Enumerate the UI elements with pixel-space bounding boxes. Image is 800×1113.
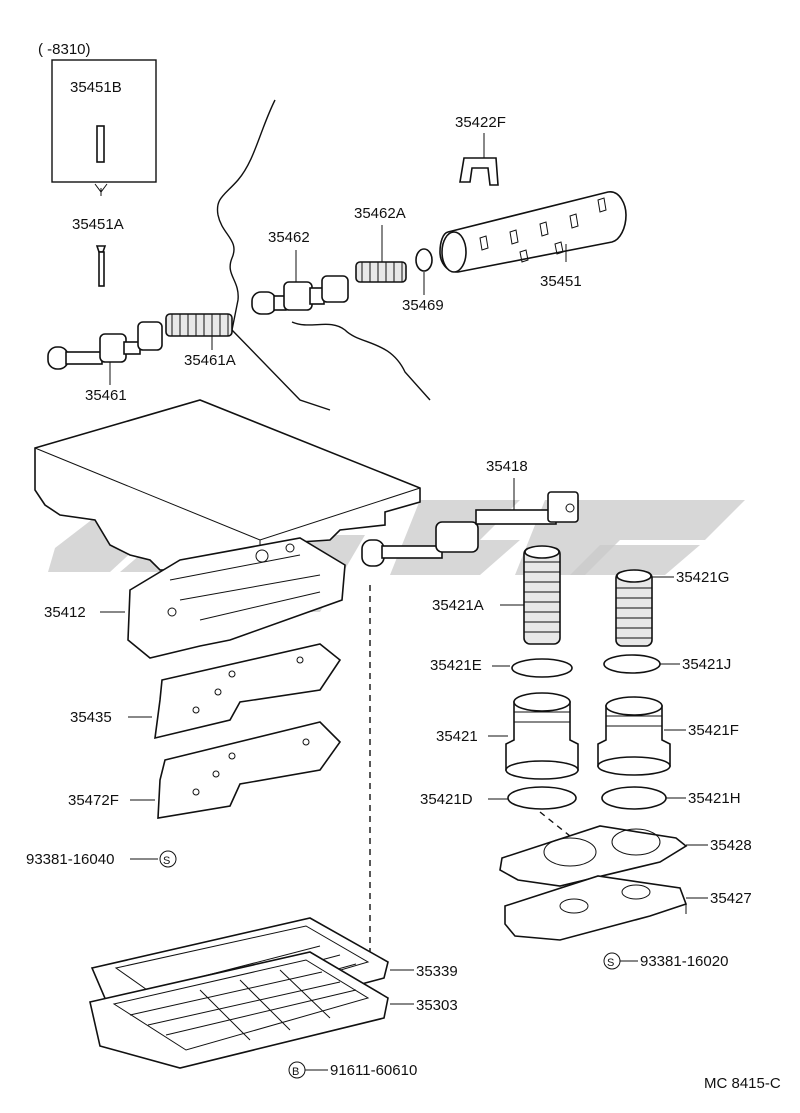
piston-35421 <box>505 692 579 780</box>
label-35421H: 35421H <box>688 790 741 807</box>
label-35451: 35451 <box>540 273 582 290</box>
svg-text:S: S <box>607 957 614 969</box>
label-91611-60610: 91611-60610 <box>330 1062 417 1079</box>
ring-35421J <box>603 654 661 674</box>
label-35461: 35461 <box>85 387 127 404</box>
label-35421A: 35421A <box>432 597 484 614</box>
gasket-35435 <box>154 643 342 740</box>
s-symbol-icon <box>159 850 177 868</box>
label-35461A: 35461A <box>184 352 236 369</box>
piston-35421F <box>597 696 671 776</box>
valve-35462 <box>251 275 349 315</box>
label-35421F: 35421F <box>688 722 739 739</box>
ring-35421E <box>511 658 573 678</box>
label-35422F: 35422F <box>455 114 506 131</box>
label-35303: 35303 <box>416 997 458 1014</box>
label-35339: 35339 <box>416 963 458 980</box>
ring-35469 <box>415 248 433 272</box>
ring-35421H <box>601 786 667 810</box>
spring-35461A <box>165 313 233 337</box>
label-35421J: 35421J <box>682 656 731 673</box>
valve-35418 <box>361 491 579 567</box>
label-35421G: 35421G <box>676 569 729 586</box>
strainer-35303 <box>89 951 389 1069</box>
label-35451A: 35451A <box>72 216 124 233</box>
label-35469: 35469 <box>402 297 444 314</box>
label-35435: 35435 <box>70 709 112 726</box>
label-35462: 35462 <box>268 229 310 246</box>
clip-35422F <box>459 157 499 186</box>
valve-35461 <box>47 321 163 370</box>
sleeve-35451 <box>439 191 627 273</box>
label-35427: 35427 <box>710 890 752 907</box>
case-inner <box>291 321 431 401</box>
label-35462A: 35462A <box>354 205 406 222</box>
label-93381-16040: 93381-16040 <box>26 851 114 868</box>
label-35428: 35428 <box>710 837 752 854</box>
pin-35451A <box>95 245 107 287</box>
valve-body-35412 <box>127 537 346 659</box>
gasket-35472F <box>157 721 342 819</box>
label-35412: 35412 <box>44 604 86 621</box>
ring-35421D <box>507 786 577 810</box>
spring-35462A <box>355 261 407 283</box>
svg-text:S: S <box>163 855 170 867</box>
spring-35421A <box>523 545 561 645</box>
label-35418: 35418 <box>486 458 528 475</box>
inset-box: ( -8310) 35451B <box>38 41 157 196</box>
svg-text:B: B <box>292 1066 299 1078</box>
diagram-code: MC 8415-C <box>704 1075 781 1092</box>
pin-part <box>96 125 105 163</box>
label-35421E: 35421E <box>430 657 482 674</box>
case-outline <box>216 99 331 411</box>
label-35421D: 35421D <box>420 791 473 808</box>
spring-35421G <box>615 569 653 647</box>
label-35451B: 35451B <box>70 79 122 96</box>
label-35421: 35421 <box>436 728 478 745</box>
arrow-down-icon <box>94 183 108 196</box>
label-93381-16020: 93381-16020 <box>640 953 728 970</box>
label-35472F: 35472F <box>68 792 119 809</box>
plate-35427 <box>504 875 688 941</box>
inset-range: ( -8310) <box>38 41 91 58</box>
